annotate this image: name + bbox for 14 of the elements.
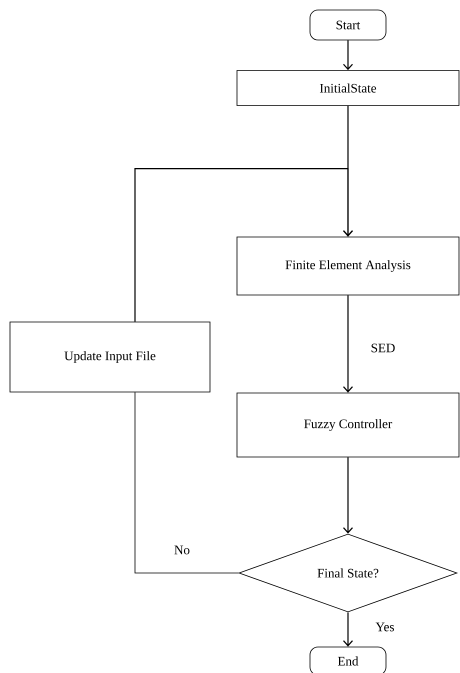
process-box: InitialState (236, 70, 460, 106)
arrow (343, 612, 353, 647)
edge-label: SED (372, 344, 395, 352)
edge-label: Yes (376, 622, 394, 632)
edge-label: No (174, 546, 190, 554)
process-box: Update Input File (10, 322, 210, 392)
arrow (343, 295, 353, 393)
terminal: End (310, 646, 386, 673)
process-box: Fuzzy Controller (236, 392, 460, 458)
process-box: Finite Element Analysis (236, 236, 460, 296)
arrow (343, 40, 353, 70)
arrow (134, 168, 353, 322)
arrow (343, 457, 353, 534)
terminal: Start (310, 10, 386, 40)
